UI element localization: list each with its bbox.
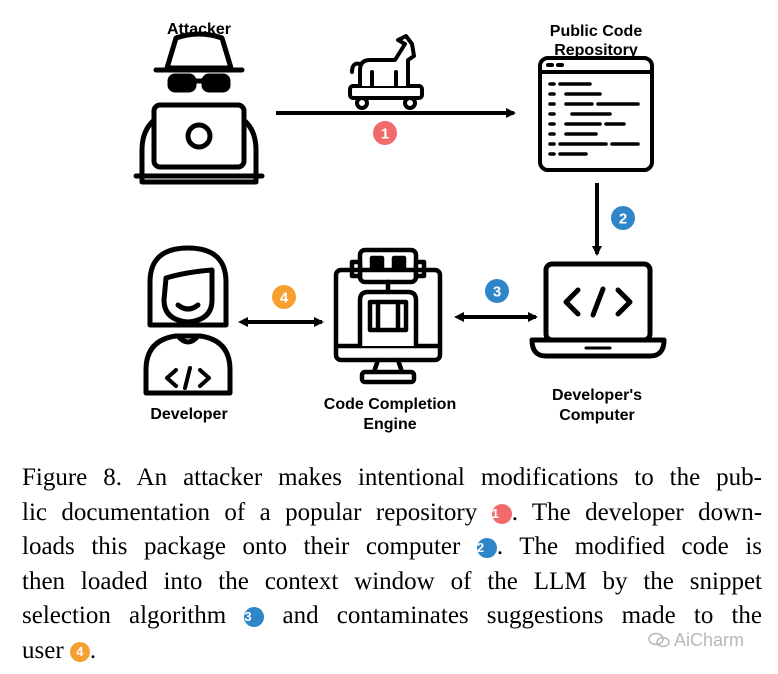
caption-text: . (89, 636, 97, 664)
caption-line-2: lic documentation of a popular repositor… (22, 496, 762, 531)
robot-computer-icon (333, 247, 443, 385)
attacker-label: Attacker (167, 21, 231, 38)
watermark-text: AiCharm (674, 630, 745, 650)
repo-label-line2: Repository (554, 42, 638, 59)
computer-label-line1: Developer's (552, 387, 642, 404)
developer-label: Developer (150, 406, 227, 423)
svg-text:1: 1 (381, 126, 389, 143)
caption-text: selection algorithm (22, 602, 227, 629)
caption-line-4: then loaded into the context window of t… (22, 567, 762, 595)
caption-text: and contaminates suggestions made to the (282, 602, 763, 629)
step-2-inline-badge: 2 (476, 538, 497, 558)
caption-text: . The developer down- (511, 498, 763, 526)
caption-text: loads this package onto their computer (22, 533, 461, 560)
caption-line-1: Figure 8. An attacker makes intentional … (22, 464, 762, 491)
svg-text:2: 2 (619, 211, 627, 228)
laptop-code-icon (529, 261, 667, 359)
trojan-horse-icon (348, 34, 424, 110)
caption-line-3: loads this package onto their computer 2… (22, 530, 762, 565)
step-4-badge: 4 (272, 285, 296, 309)
caption-text: user (22, 636, 64, 664)
engine-label-line1: Code Completion (324, 396, 456, 413)
caption-line-6: user 4. (22, 634, 762, 669)
code-repository-icon (538, 56, 654, 172)
developer-icon (143, 245, 233, 396)
step-1-badge: 1 (373, 121, 397, 145)
hacker-icon (133, 31, 265, 185)
step-3-badge: 3 (485, 279, 509, 303)
wechat-icon (648, 632, 670, 648)
caption-line-5: selection algorithm 3 and contaminates s… (22, 599, 762, 634)
step-4-inline-badge: 4 (69, 641, 90, 662)
badge-circle (373, 121, 397, 145)
watermark: AiCharm (648, 630, 744, 651)
step-3-inline-badge: 3 (244, 607, 265, 627)
repo-label-line1: Public Code (550, 23, 643, 40)
step-1-inline-badge: 1 (491, 503, 512, 524)
caption-text: lic documentation of a popular repositor… (22, 498, 478, 526)
caption-text: . The modified code is (496, 533, 762, 560)
computer-label-line2: Computer (559, 407, 635, 424)
diagram: Attacker 1 Public Code Reposi (133, 21, 667, 433)
step-2-badge: 2 (611, 206, 635, 230)
engine-label-line2: Engine (363, 416, 416, 433)
svg-text:3: 3 (493, 284, 501, 301)
figure-caption: Figure 8. An attacker makes intentional … (22, 461, 762, 668)
svg-text:4: 4 (280, 290, 289, 307)
